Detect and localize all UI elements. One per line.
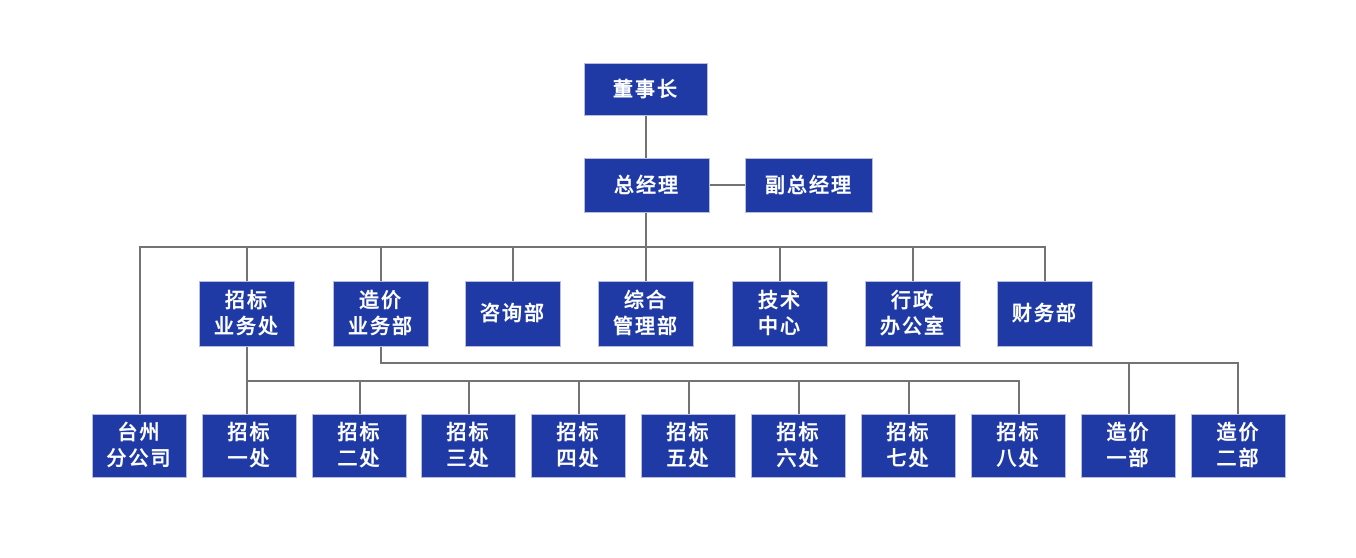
org-node-bidding-office-4: 招标 四处: [531, 414, 626, 478]
org-node-bidding-office-7: 招标 七处: [861, 414, 956, 478]
connector-drop-bidding-office-3: [468, 381, 470, 414]
org-node-cost-dept-1: 造价 一部: [1081, 414, 1176, 478]
org-node-bidding-office-3: 招标 三处: [421, 414, 516, 478]
connector-drop-bidding-business-office: [246, 247, 248, 281]
org-node-general-mgmt-dept: 综合 管理部: [598, 281, 694, 347]
org-node-chairman: 董事长: [584, 63, 708, 116]
connector-chairman-gm: [645, 116, 647, 158]
connector-drop-bidding-office-4: [578, 381, 580, 414]
connector-level3-bus: [139, 246, 1046, 248]
connector-drop-admin-office: [912, 247, 914, 281]
connector-drop-bidding-office-6: [798, 381, 800, 414]
connector-cost-bus: [380, 362, 1239, 364]
connector-drop-cost-dept-1: [1128, 363, 1130, 414]
org-node-general-manager: 总经理: [584, 158, 710, 213]
connector-drop-finance-dept: [1044, 247, 1046, 281]
org-node-bidding-office-1: 招标 一处: [202, 414, 297, 478]
connector-drop-tech-center: [779, 247, 781, 281]
connector-drop-bidding-office-2: [359, 381, 361, 414]
connector-cost-dept-down: [380, 347, 382, 363]
connector-gm-dgm: [708, 184, 745, 186]
org-node-deputy-general-manager: 副总经理: [745, 158, 873, 213]
connector-drop-cost-dept-2: [1237, 363, 1239, 414]
org-node-bidding-office-2: 招标 二处: [312, 414, 407, 478]
connector-drop-consulting-dept: [512, 247, 514, 281]
org-node-bidding-office-6: 招标 六处: [751, 414, 846, 478]
org-node-bidding-office-8: 招标 八处: [971, 414, 1066, 478]
org-node-bidding-business-office: 招标 业务处: [199, 281, 295, 347]
org-node-bidding-office-5: 招标 五处: [641, 414, 736, 478]
org-node-taizhou-branch: 台州 分公司: [92, 414, 187, 478]
org-node-cost-business-dept: 造价 业务部: [333, 281, 429, 347]
org-node-tech-center: 技术 中心: [732, 281, 828, 347]
connector-drop-bidding-office-7: [908, 381, 910, 414]
connector-drop-bidding-office-8: [1018, 381, 1020, 414]
org-node-admin-office: 行政 办公室: [865, 281, 961, 347]
connector-drop-bidding-office-5: [688, 381, 690, 414]
org-node-consulting-dept: 咨询部: [465, 281, 561, 347]
org-node-cost-dept-2: 造价 二部: [1191, 414, 1286, 478]
connector-drop-cost-business-dept: [380, 247, 382, 281]
connector-bidding-bus: [246, 380, 1020, 382]
org-node-finance-dept: 财务部: [997, 281, 1093, 347]
connector-drop-taizhou-branch: [139, 247, 141, 414]
